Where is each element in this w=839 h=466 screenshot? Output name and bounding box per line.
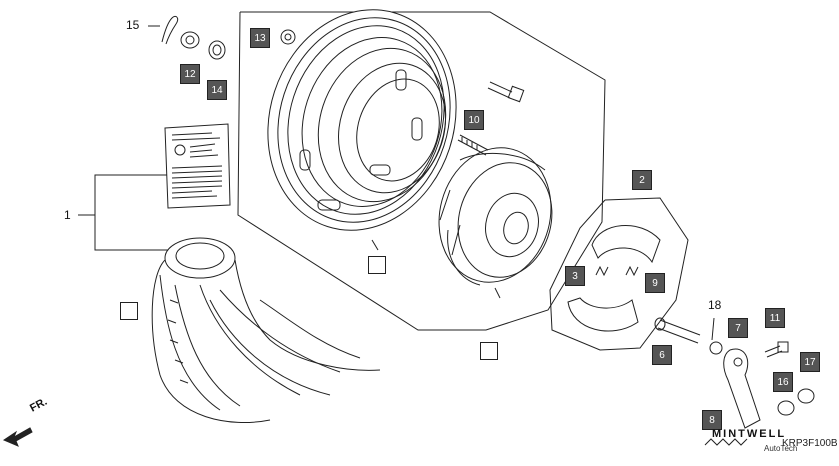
instruction-sheet <box>164 123 231 209</box>
wear-indicator <box>709 317 723 355</box>
watermark-brand: MINTWELL <box>712 428 787 440</box>
wheel-assembly-outline <box>237 11 606 331</box>
callout-14: 14 <box>207 80 227 100</box>
wheel-hub <box>438 147 553 299</box>
callout-8: 8 <box>702 410 722 430</box>
brake-cam <box>654 317 701 344</box>
callout-17: 17 <box>800 352 820 372</box>
diagram-code: KRP3F100B <box>782 438 838 449</box>
callout-3: 3 <box>565 266 585 286</box>
callout-10: 10 <box>464 110 484 130</box>
cotter-pin <box>148 15 179 45</box>
front-direction-arrow <box>2 427 33 447</box>
callout-13: 13 <box>250 28 270 48</box>
leader-line-1b <box>94 215 170 251</box>
wheel-rim <box>267 9 457 251</box>
empty-callout-rim <box>368 256 386 274</box>
watermark-sub: AutoTech <box>764 444 798 453</box>
callout-2: 2 <box>632 170 652 190</box>
small-nuts <box>777 388 815 416</box>
empty-callout-tire <box>120 302 138 320</box>
bolt-part <box>487 81 525 103</box>
label-18: 18 <box>708 298 722 312</box>
empty-callout-hub <box>480 342 498 360</box>
label-1: 1 <box>64 208 71 222</box>
arm-bolt <box>764 341 789 358</box>
brake-shoes <box>567 225 661 332</box>
nut-and-washer <box>180 31 226 60</box>
callout-9: 9 <box>645 273 665 293</box>
cap-nut <box>280 29 296 45</box>
callout-11: 11 <box>765 308 785 328</box>
callout-7: 7 <box>728 318 748 338</box>
tire <box>151 237 381 423</box>
leader-line-1 <box>78 174 170 216</box>
callout-16: 16 <box>773 372 793 392</box>
stud-bolt <box>457 134 489 156</box>
callout-6: 6 <box>652 345 672 365</box>
label-15: 15 <box>126 18 140 32</box>
callout-12: 12 <box>180 64 200 84</box>
brake-shoe-outline <box>549 197 689 351</box>
brake-arm <box>723 348 761 429</box>
return-spring <box>704 438 748 446</box>
